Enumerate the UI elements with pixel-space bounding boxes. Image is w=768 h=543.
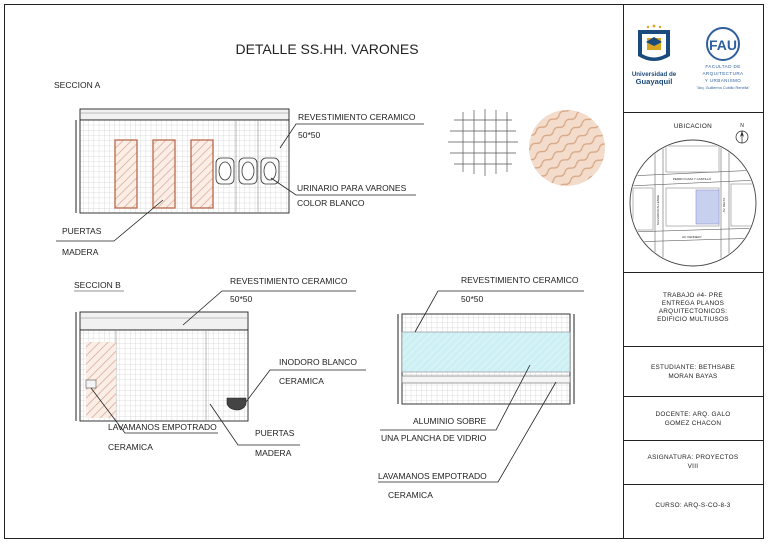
map-street-west: SALVADOR ALLENDE <box>656 195 660 225</box>
section-c-basin-label: LAVAMANOS EMPOTRADO <box>378 471 487 481</box>
faculty-name-line3: Y URBANISMO <box>705 78 742 83</box>
sheet-title: DETALLE SS.HH. VARONES <box>235 41 418 57</box>
subject-line-1: ASIGNATURA: PROYECTOS <box>648 454 739 461</box>
map-street-north: PEDRO ICAZA Y CASTILLO <box>673 177 712 181</box>
section-a-cladding-label: REVESTIMIENTO CERAMICO <box>298 112 416 122</box>
university-logo: Universidad de Guayaquil <box>632 24 677 86</box>
section-b-doors-material: MADERA <box>255 448 292 458</box>
teacher-line-2: GOMEZ CHACON <box>665 420 722 427</box>
tile-swatch <box>448 109 518 176</box>
section-a-heading: SECCION A <box>54 80 101 90</box>
faculty-name-line1: FACULTAD DE <box>705 64 740 69</box>
faculty-name-line4: "Arq. Guillermo Cubillo Renella" <box>696 86 750 90</box>
section-b-doors-label: PUERTAS <box>255 428 295 438</box>
section-b-toilet <box>226 397 247 411</box>
faculty-name-line2: ARQUITECTURA <box>702 71 744 76</box>
section-c-mirror-glass: UNA PLANCHA DE VIDRIO <box>381 433 487 443</box>
section-c-basin-material: CERAMICA <box>388 490 433 500</box>
section-b-basin-material: CERAMICA <box>108 442 153 452</box>
student-line-2: MORAN BAYAS <box>668 373 717 380</box>
section-b-top-beam <box>79 311 249 331</box>
section-b-cladding-label: REVESTIMIENTO CERAMICO <box>230 276 348 286</box>
section-c-mirror <box>401 331 571 373</box>
title-block: Universidad de Guayaquil FAU FACULTAD DE… <box>623 24 764 509</box>
section-a-urinals <box>215 157 280 185</box>
university-name-line2: Guayaquil <box>636 77 673 86</box>
section-a-cladding-size: 50*50 <box>298 130 320 140</box>
section-a-top-beam <box>79 108 290 121</box>
section-c-cladding-label: REVESTIMIENTO CERAMICO <box>461 275 579 285</box>
section-a-urinal-color: COLOR BLANCO <box>297 198 365 208</box>
section-c: REVESTIMIENTO CERAMICO 50*50 ALUMINIO SO… <box>378 275 584 500</box>
work-line-1: TRABAJO #4- PRE <box>663 292 723 299</box>
section-b-toilet-label: INODORO BLANCO <box>279 357 357 367</box>
section-c-mirror-label: ALUMINIO SOBRE <box>413 416 487 426</box>
section-c-cladding-size: 50*50 <box>461 294 483 304</box>
student-line-1: ESTUDIANTE: BETHSABE <box>651 364 735 371</box>
section-b: SECCION B REVESTIMIENTO CERAMICO 50*50 I… <box>74 276 366 458</box>
section-b-basin-label: LAVAMANOS EMPOTRADO <box>108 422 217 432</box>
map-street-east: AV. DELTA <box>722 198 726 212</box>
subject-line-2: VIII <box>688 463 699 470</box>
map-street-south: AV. KENNEDY <box>682 235 702 239</box>
north-arrow-icon: N <box>735 123 749 144</box>
teacher-line-1: DOCENTE: ARQ. GALO <box>655 411 730 418</box>
section-b-basin <box>85 379 97 389</box>
section-a-door-2 <box>152 139 176 209</box>
section-a-tiled-wall <box>79 119 290 214</box>
section-a-doors-label: PUERTAS <box>62 226 102 236</box>
section-a-door-3 <box>190 139 214 209</box>
course-line: CURSO: ARQ-S-CO-8-3 <box>655 502 730 509</box>
location-map: PEDRO ICAZA Y CASTILLO AV. KENNEDY SALVA… <box>629 139 757 267</box>
wood-swatch <box>529 110 605 186</box>
section-b-cladding-size: 50*50 <box>230 294 252 304</box>
section-a-urinal-label: URINARIO PARA VARONES <box>297 183 407 193</box>
sheet-border <box>4 4 764 539</box>
work-line-3: ARQUITECTONICOS: <box>659 308 728 315</box>
work-line-2: ENTREGA PLANOS <box>662 300 724 307</box>
work-line-4: EDIFICIO MULTIUSOS <box>657 316 729 323</box>
location-heading: UBICACION <box>674 123 712 130</box>
university-name-line1: Universidad de <box>632 71 677 78</box>
section-b-heading: SECCION B <box>74 280 121 290</box>
svg-text:FAU: FAU <box>709 37 737 53</box>
faculty-logo: FAU FACULTAD DE ARQUITECTURA Y URBANISMO… <box>696 27 750 90</box>
section-a-doors-material: MADERA <box>62 247 99 257</box>
section-a: SECCION A REVESTIMIENTO CERAMICO 50*50 U… <box>54 80 424 257</box>
section-c-counter <box>401 375 571 384</box>
section-b-toilet-material: CERAMICA <box>279 376 324 386</box>
material-swatches <box>448 109 605 186</box>
section-a-door-1 <box>114 139 138 209</box>
north-label: N <box>740 123 744 129</box>
